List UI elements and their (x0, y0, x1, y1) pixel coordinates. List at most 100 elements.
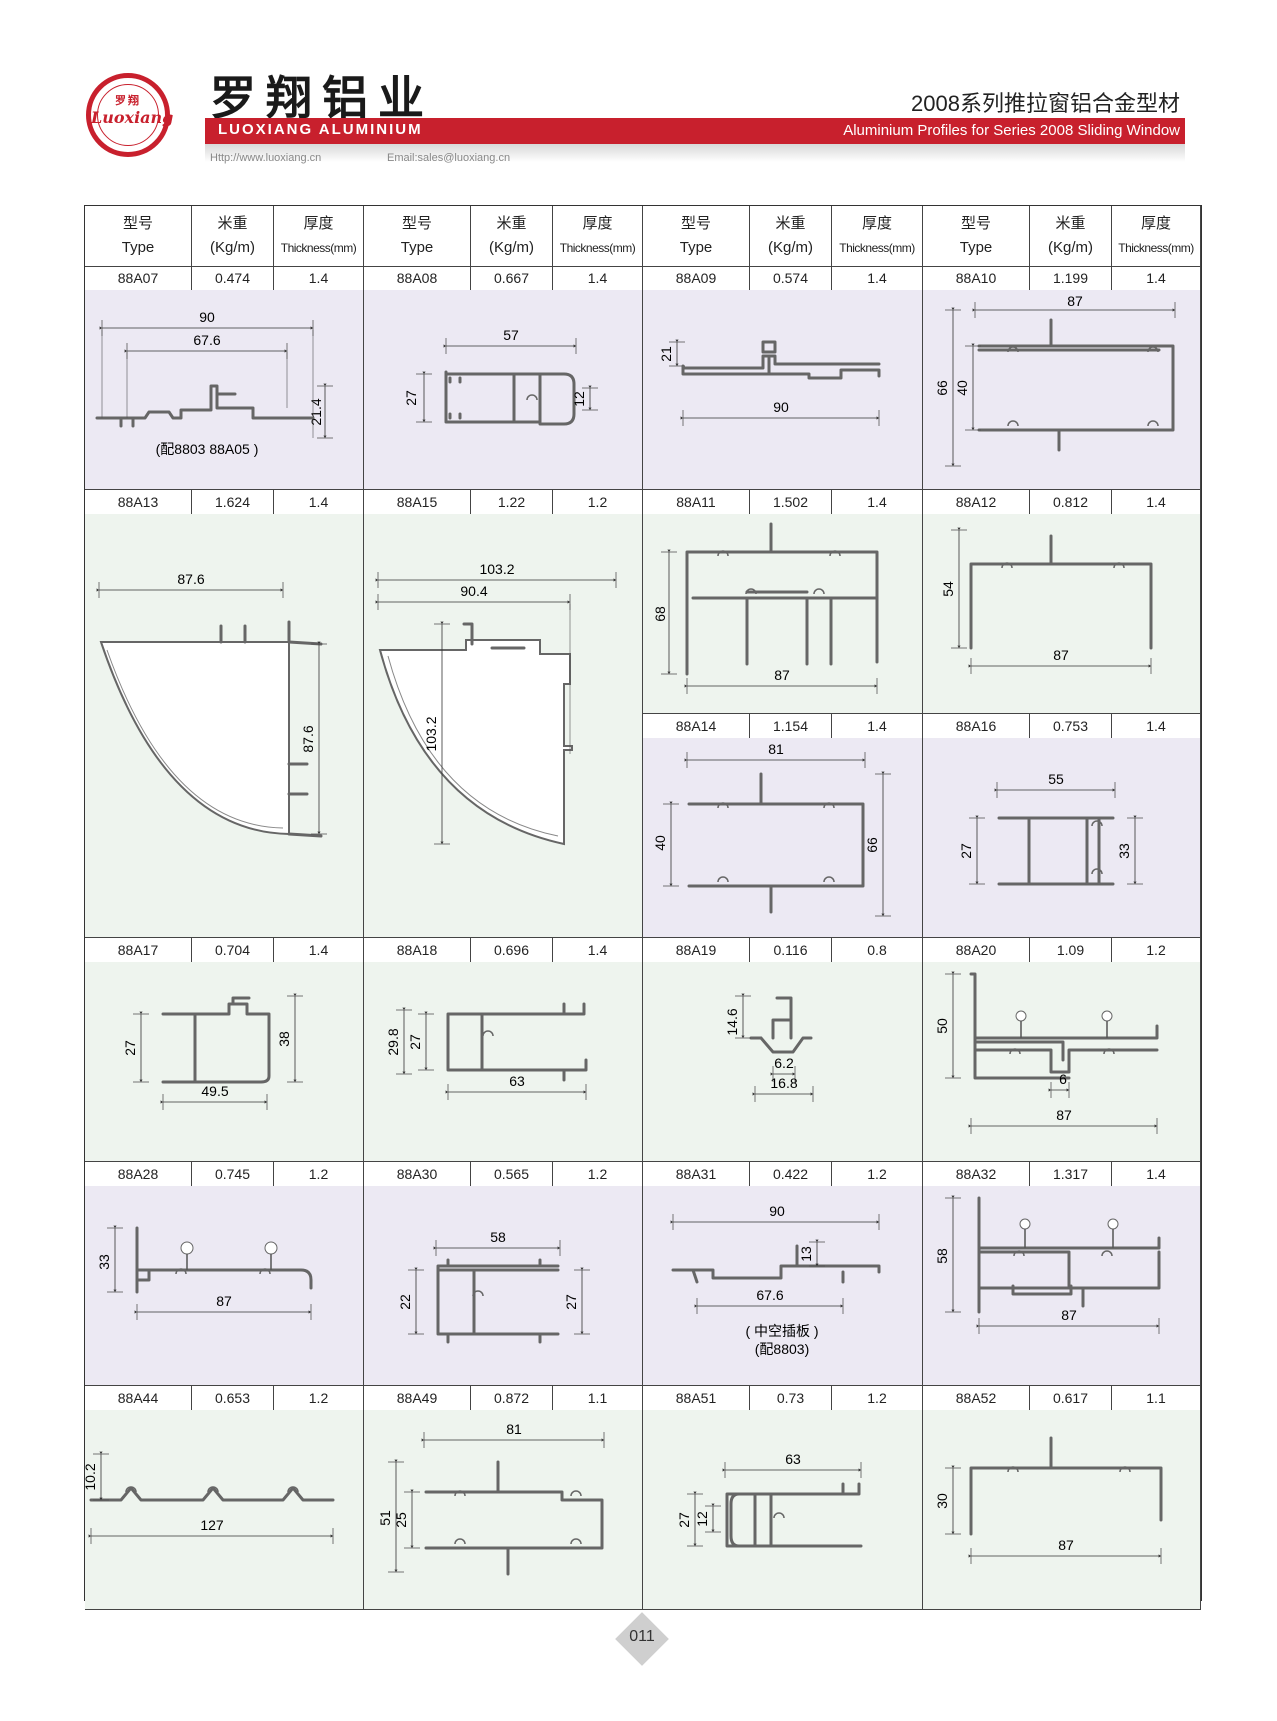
column-header-cn: 厚度 (861, 215, 892, 232)
dim-text: 87 (216, 1293, 232, 1309)
dim-text: 63 (785, 1451, 801, 1467)
profile-type: 88A30 (364, 1162, 471, 1186)
column-header-en: Type (679, 239, 713, 256)
column-header-cn: 米重 (496, 215, 527, 232)
profile-thickness: 1.4 (274, 266, 364, 290)
column-header-en: Thickness(mm) (280, 241, 357, 255)
column-header-en: (Kg/m) (1048, 239, 1093, 256)
profile-thickness: 1.2 (832, 1162, 923, 1186)
column-header: 型号 Type (85, 206, 192, 266)
profile-type: 88A10 (923, 266, 1030, 290)
profile-weight: 0.653 (192, 1386, 274, 1410)
column-header-cn: 型号 (680, 215, 711, 232)
website-link[interactable]: Http://www.luoxiang.cn (210, 152, 322, 164)
profile-thickness: 1.4 (553, 266, 643, 290)
profile-weight: 1.624 (192, 490, 274, 514)
dim-text: 14.6 (724, 1008, 740, 1035)
dim-text: 50 (934, 1018, 950, 1034)
profile-weight: 0.812 (1030, 490, 1112, 514)
dim-text: 30 (934, 1493, 950, 1509)
page-header: 罗翔 Luoxiang 罗翔铝业 2008系列推拉窗铝合金型材 LUOXIANG… (0, 0, 1277, 200)
profile-thickness: 1.4 (1112, 490, 1201, 514)
profile-weight: 1.317 (1030, 1162, 1112, 1186)
dim-text: 54 (940, 581, 956, 597)
profile-thickness: 1.4 (553, 938, 643, 962)
dim-text: 27 (676, 1512, 692, 1528)
dim-text: 87 (1056, 1107, 1072, 1123)
dim-text: 12 (694, 1511, 710, 1527)
column-header: 米重(Kg/m) (471, 206, 553, 266)
profile-type: 88A32 (923, 1162, 1030, 1186)
dim-text: 40 (954, 380, 970, 396)
profile-thickness: 1.4 (1112, 714, 1201, 738)
profile-thickness: 1.4 (832, 490, 923, 514)
brand-name-en: LUOXIANG ALUMINIUM (218, 121, 423, 138)
column-header: 型号 Type (643, 206, 750, 266)
profile-thickness: 0.8 (832, 938, 923, 962)
dim-text: 51 (377, 1510, 393, 1526)
column-header: 厚度 Thickness(mm) (832, 206, 923, 266)
profile-weight: 0.565 (471, 1162, 553, 1186)
column-header-cn: 型号 (122, 215, 153, 232)
dim-text: 40 (652, 835, 668, 851)
column-header-cn: 厚度 (582, 215, 613, 232)
dim-text: 10.2 (85, 1463, 98, 1490)
column-header-en: Thickness(mm) (839, 241, 915, 255)
dim-text: 16.8 (770, 1075, 797, 1091)
dim-text: 127 (200, 1517, 224, 1533)
profile-thickness: 1.4 (274, 490, 364, 514)
dim-text: 66 (864, 837, 880, 853)
dim-text: 87 (1061, 1307, 1077, 1323)
profile-thickness: 1.4 (274, 938, 364, 962)
dim-text: 27 (563, 1294, 579, 1310)
profile-thickness: 1.4 (832, 714, 923, 738)
profile-type: 88A09 (643, 266, 750, 290)
dim-text: 13 (798, 1246, 814, 1262)
column-header: 米重(Kg/m) (1030, 206, 1112, 266)
profile-type: 88A20 (923, 938, 1030, 962)
profile-weight: 0.753 (1030, 714, 1112, 738)
dim-text: 29.8 (385, 1028, 401, 1055)
profile-type: 88A17 (85, 938, 192, 962)
company-logo: 罗翔 Luoxiang (86, 73, 174, 157)
profile-weight: 0.474 (192, 266, 274, 290)
note-text: (配8803 88A05 ) (156, 441, 259, 457)
email-link[interactable]: Email:sales@luoxiang.cn (387, 152, 511, 164)
column-header: 米重(Kg/m) (750, 206, 832, 266)
profile-thickness: 1.2 (1112, 938, 1201, 962)
profile-weight: 0.574 (750, 266, 832, 290)
profile-type: 88A07 (85, 266, 192, 290)
logo-script-text: Luoxiang (91, 108, 174, 127)
column-header-en: Thickness(mm) (559, 241, 636, 255)
column-header-cn: 米重 (217, 215, 248, 232)
profile-type: 88A08 (364, 266, 471, 290)
dim-text: 68 (652, 606, 668, 622)
profile-type: 88A18 (364, 938, 471, 962)
profile-weight: 1.502 (750, 490, 832, 514)
profile-thickness: 1.4 (1112, 266, 1201, 290)
dim-text: 67.6 (756, 1287, 783, 1303)
profile-thickness: 1.4 (1112, 1162, 1201, 1186)
profile-weight: 0.617 (1030, 1386, 1112, 1410)
column-header-en: Type (400, 239, 434, 256)
header-gray-band (205, 144, 1185, 162)
column-header-en: Type (121, 239, 155, 256)
profile-type: 88A44 (85, 1386, 192, 1410)
profile-type: 88A28 (85, 1162, 192, 1186)
column-header: 米重(Kg/m) (192, 206, 274, 266)
note-text: ( 中空插板 ) (745, 1323, 818, 1339)
column-header-cn: 米重 (775, 215, 806, 232)
dim-text: 87 (1067, 293, 1083, 309)
dim-text: 27 (958, 843, 974, 859)
dim-text: 33 (96, 1254, 112, 1270)
